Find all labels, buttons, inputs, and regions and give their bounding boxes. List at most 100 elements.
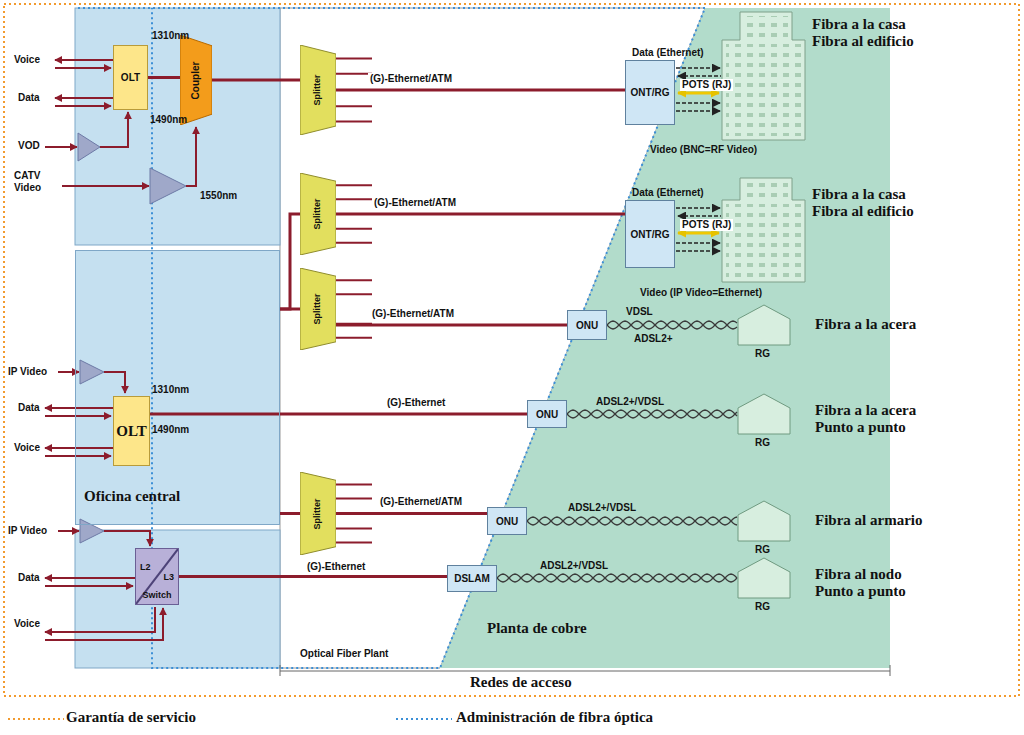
- line-shape: [45, 577, 135, 579]
- node-text: ONT/RG: [631, 229, 670, 240]
- splitter-output: [336, 542, 372, 544]
- node-text: ONT/RG: [631, 87, 670, 98]
- signal-label: RG: [755, 437, 770, 449]
- house-icon: [738, 558, 790, 598]
- node-text: ONU: [576, 320, 598, 331]
- node-text: L2: [140, 563, 151, 573]
- copper-pair: [527, 517, 737, 525]
- splitter-output: [336, 58, 372, 60]
- terminal-box: ONU: [527, 400, 567, 428]
- copper-pair: [607, 321, 737, 329]
- fiber-connector: [336, 89, 625, 92]
- path-shape: [45, 608, 163, 640]
- signal-label: RG: [755, 544, 770, 556]
- edge-label: (G)-Ethernet: [305, 561, 367, 572]
- line-shape: [678, 75, 721, 77]
- rect-shape: [726, 204, 801, 278]
- signal-label: Data: [18, 402, 40, 414]
- splitter-output: [336, 242, 372, 244]
- line-shape: [280, 665, 281, 676]
- trapezoid: [300, 173, 336, 255]
- line-shape: [45, 407, 113, 409]
- splitter-output: [336, 105, 372, 107]
- edge-label: (G)-Ethernet/ATM: [368, 73, 454, 84]
- signal-label: Data (Ethernet): [632, 187, 704, 199]
- line-shape: [45, 415, 111, 417]
- copper-pair: [497, 574, 737, 582]
- amplifier-symbol: [78, 133, 100, 161]
- splitter-output: [336, 337, 372, 339]
- line-shape: [58, 530, 79, 532]
- signal-label: Data: [18, 92, 40, 104]
- node-text: Oficina central: [84, 488, 180, 505]
- olt-box: OLT: [113, 396, 150, 466]
- node-text: Splitter: [313, 74, 323, 105]
- g-shape: [336, 59, 372, 543]
- splitter-output: [336, 279, 372, 281]
- terminal-box: DSLAM: [447, 565, 497, 592]
- signal-label: Voice: [14, 54, 40, 66]
- signal-label: POTS (RJ): [680, 79, 733, 91]
- trapezoid: [180, 35, 212, 125]
- line-shape: [676, 102, 720, 104]
- splitter-output: [336, 527, 372, 529]
- amplifier-symbol: [80, 360, 104, 384]
- amplifier-symbol: [150, 168, 186, 204]
- line-shape: [676, 110, 720, 112]
- office-box: [75, 530, 280, 668]
- signal-label: Video (BNC=RF Video): [650, 144, 757, 156]
- legend-text: Garantía de servicio: [66, 709, 196, 726]
- signal-label: Voice: [14, 442, 40, 454]
- rect-shape: [726, 44, 801, 136]
- house-icon: [738, 501, 790, 541]
- fiber-connector: [280, 308, 300, 311]
- path-shape: [100, 112, 128, 147]
- copper-pair: [497, 574, 737, 582]
- splitter-output: [336, 498, 372, 500]
- office-box: [75, 250, 280, 525]
- terminal-box: ONU: [567, 310, 607, 340]
- signal-label: Voice: [14, 618, 40, 630]
- node-text: Coupler: [191, 61, 202, 99]
- service-border: [4, 4, 1019, 696]
- amplifier-symbol: [80, 519, 104, 543]
- line-shape: [676, 242, 720, 244]
- edge-label: (G)-Ethernet/ATM: [370, 308, 456, 319]
- line-shape: [45, 146, 77, 148]
- fiber-connector: [280, 214, 300, 309]
- signal-label: VDSL: [626, 306, 653, 318]
- line-shape: [678, 92, 719, 95]
- caption-label: Fibra al nodo Punto a punto: [815, 566, 909, 601]
- g-shape: [280, 665, 890, 676]
- signal-label: ADSL2+: [634, 333, 673, 345]
- line-shape: [55, 59, 113, 61]
- g-shape: [45, 60, 196, 640]
- signal-label: VOD: [18, 140, 40, 152]
- caption-label: Fibra a la acera: [815, 316, 916, 333]
- caption-label: Fibra a la casa Fibra al edificio: [812, 186, 917, 221]
- node-text: ONU: [536, 409, 558, 420]
- line-shape: [62, 185, 149, 187]
- trapezoid: [300, 45, 336, 135]
- building-icon: [722, 12, 805, 140]
- edge-label: (G)-Ethernet/ATM: [372, 197, 458, 208]
- fiber-connector: [336, 213, 625, 216]
- node-text: Splitter: [313, 498, 323, 529]
- signal-label: 1490nm: [152, 424, 189, 436]
- rect-shape: [744, 16, 788, 38]
- signal-label: ADSL2+/VDSL: [540, 560, 608, 572]
- fiber-connector: [280, 512, 300, 515]
- terminal-box: ONT/RG: [625, 200, 675, 268]
- caption-label: Fibra a la casa Fibra al edificio: [812, 16, 917, 51]
- signal-label: CATV Video: [14, 170, 45, 193]
- line-shape: [45, 455, 111, 457]
- splitter-output: [336, 121, 372, 123]
- signal-label: 1490nm: [150, 114, 187, 126]
- node-text: L3: [163, 573, 174, 583]
- signal-label: Video (IP Video=Ethernet): [640, 287, 762, 299]
- switch-diagonal: [136, 549, 178, 604]
- signal-label: 1550nm: [200, 190, 237, 202]
- path-shape: [45, 607, 155, 632]
